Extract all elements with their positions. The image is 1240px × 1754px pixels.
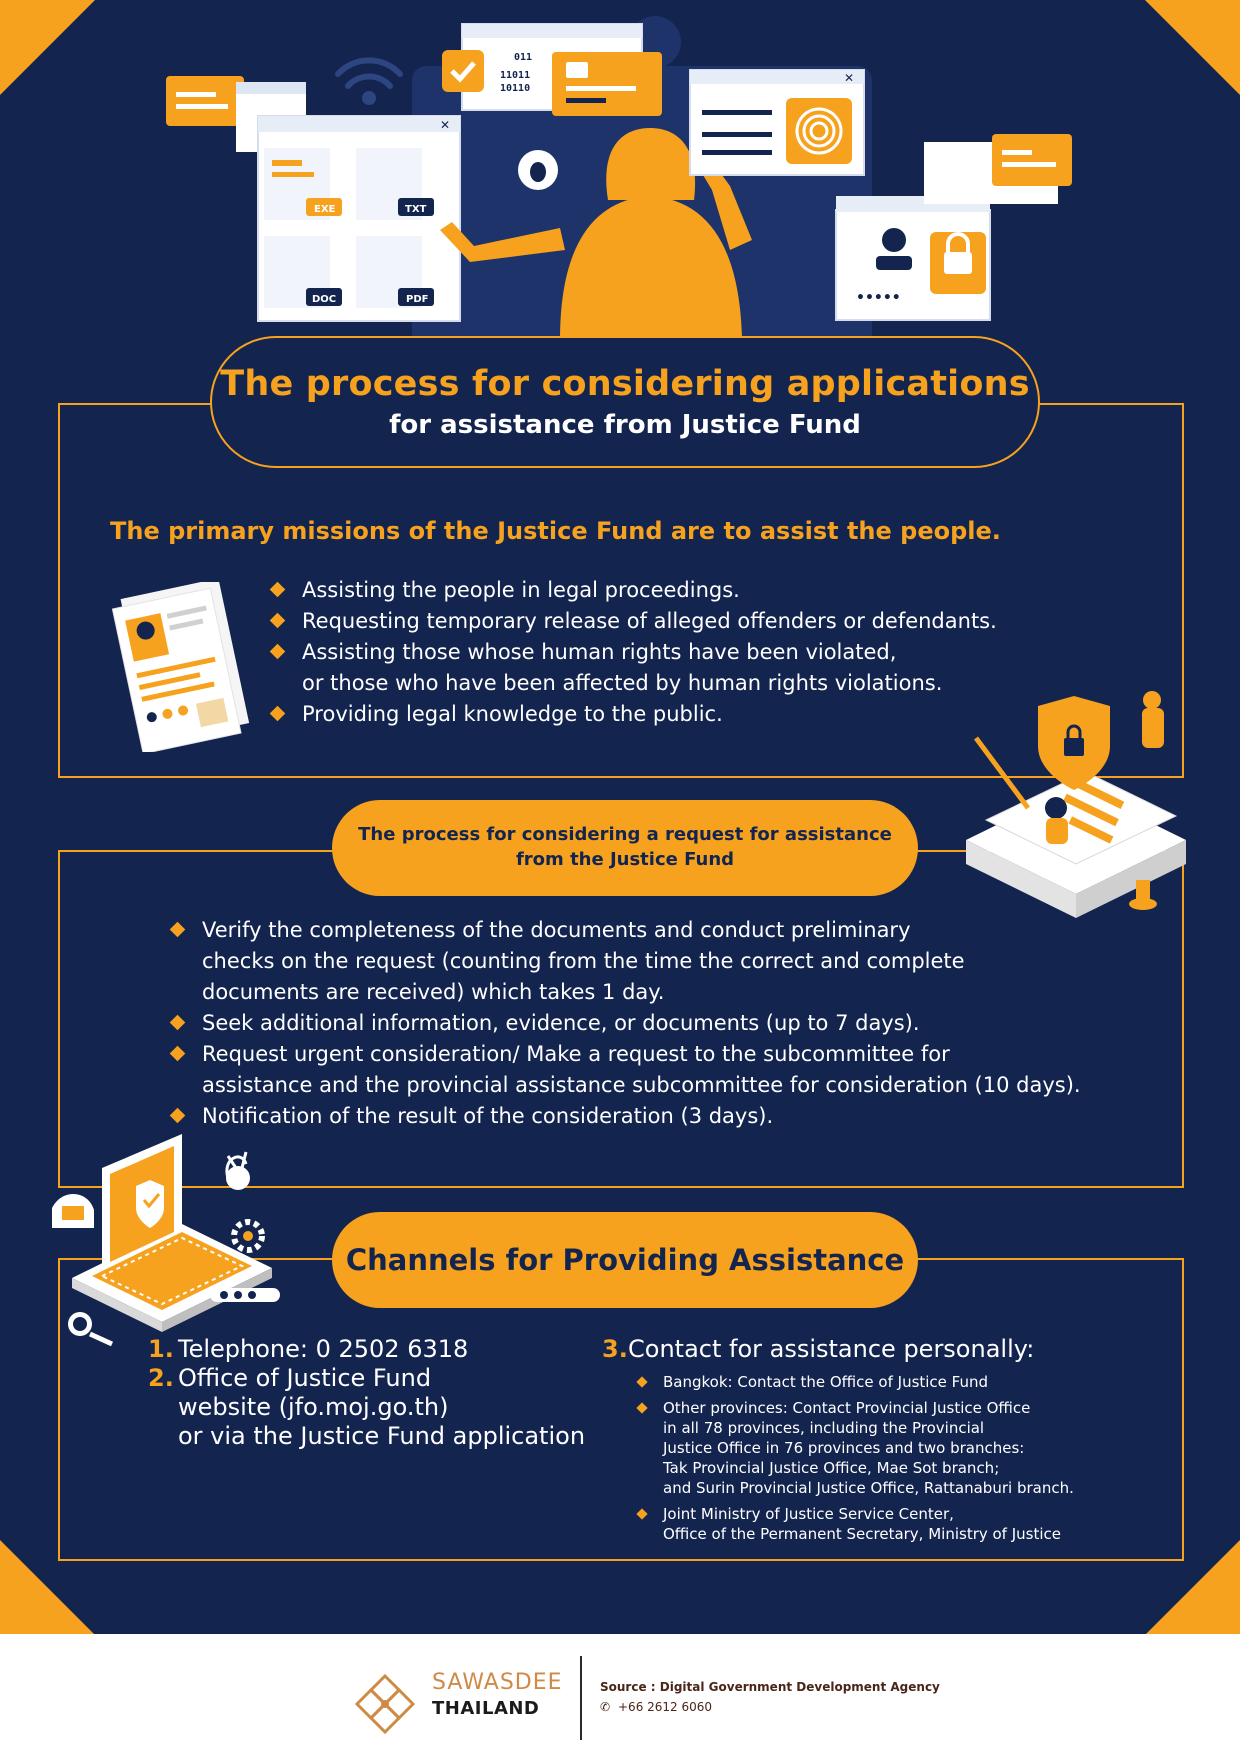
list-item: Verify the completeness of the documents… — [168, 915, 1128, 1008]
diamond-bullet-icon — [636, 1402, 648, 1414]
missions-heading: The primary missions of the Justice Fund… — [110, 517, 1001, 545]
diamond-bullet-icon — [169, 921, 186, 938]
footer: SAWASDEE THAILAND Source : Digital Gover… — [0, 1634, 1240, 1754]
corner-decoration — [0, 0, 95, 95]
svg-text:PDF: PDF — [406, 294, 428, 305]
hacker-illustration: ✕ EXE TXT DOC PDF 011 11011 10110 — [166, 16, 1072, 340]
list-item: Other provinces: Contact Provincial Just… — [602, 1398, 1162, 1498]
channel-personal: Contact for assistance personally: — [628, 1335, 1035, 1363]
svg-text:TXT: TXT — [405, 204, 427, 215]
brand-country: THAILAND — [432, 1698, 540, 1719]
diamond-bullet-icon — [169, 1107, 186, 1124]
list-item: Joint Ministry of Justice Service Center… — [602, 1504, 1162, 1544]
footer-divider — [580, 1656, 582, 1740]
svg-text:011: 011 — [514, 52, 532, 63]
process-list: Verify the completeness of the documents… — [168, 915, 1128, 1132]
source-credit: Source : Digital Government Development … — [600, 1680, 940, 1694]
list-item: Requesting temporary release of alleged … — [268, 606, 1088, 637]
channel-item: 2.Office of Justice Fund website (jfo.mo… — [148, 1364, 586, 1450]
list-item: Seek additional information, evidence, o… — [168, 1008, 1128, 1039]
channels-left-column: 1. Telephone: 0 2502 6318 2.Office of Ju… — [148, 1335, 585, 1451]
sawasdee-thailand-logo — [354, 1673, 416, 1735]
shield-documents-illustration — [966, 691, 1186, 918]
svg-text:✕: ✕ — [440, 118, 450, 132]
missions-list: Assisting the people in legal proceeding… — [268, 575, 1088, 730]
brand-name: SAWASDEE — [432, 1670, 563, 1695]
page-subtitle: for assistance from Justice Fund — [389, 410, 861, 440]
svg-text:11011: 11011 — [500, 70, 530, 81]
user-icon — [882, 228, 906, 252]
corner-decoration — [1145, 0, 1240, 95]
wifi-icon — [335, 57, 403, 105]
corner-decoration — [0, 1540, 95, 1635]
list-item: Request urgent consideration/ Make a req… — [168, 1039, 1128, 1101]
check-icon — [442, 50, 484, 92]
list-item: Bangkok: Contact the Office of Justice F… — [602, 1372, 1162, 1392]
diamond-bullet-icon — [169, 1014, 186, 1031]
svg-text:EXE: EXE — [314, 204, 336, 215]
svg-text:•••••: ••••• — [856, 290, 901, 306]
channel-telephone: Telephone: 0 2502 6318 — [178, 1335, 469, 1363]
document-illustration — [112, 582, 250, 752]
svg-text:DOC: DOC — [312, 294, 336, 305]
diamond-bullet-icon — [169, 1045, 186, 1062]
svg-text:10110: 10110 — [500, 83, 530, 94]
title-banner: The process for considering applications… — [210, 336, 1040, 468]
process-heading: The process for considering a request fo… — [332, 800, 918, 896]
list-item: Assisting those whose human rights have … — [268, 637, 1088, 699]
corner-decoration — [1145, 1540, 1240, 1635]
gear-icon — [231, 1219, 265, 1253]
svg-text:✕: ✕ — [844, 71, 854, 85]
channel-item: 1. Telephone: 0 2502 6318 — [148, 1335, 469, 1363]
list-item: Notification of the result of the consid… — [168, 1101, 1128, 1132]
page-title: The process for considering applications — [220, 364, 1030, 404]
list-item: Assisting the people in legal proceeding… — [268, 575, 1088, 606]
channel-website: Office of Justice Fund website (jfo.moj.… — [178, 1364, 586, 1450]
diamond-bullet-icon — [636, 1508, 648, 1520]
diamond-bullet-icon — [269, 612, 286, 629]
diamond-bullet-icon — [269, 581, 286, 598]
diamond-bullet-icon — [636, 1376, 648, 1388]
channels-right-column: 3. Contact for assistance personally: Ba… — [602, 1335, 1162, 1550]
diamond-bullet-icon — [269, 643, 286, 660]
channels-heading: Channels for Providing Assistance — [332, 1212, 918, 1308]
personal-contact-list: Bangkok: Contact the Office of Justice F… — [602, 1372, 1162, 1544]
channel-item: 3. Contact for assistance personally: — [602, 1335, 1035, 1363]
phone-icon: ✆ — [600, 1700, 611, 1714]
diamond-bullet-icon — [269, 705, 286, 722]
footer-phone: ✆+66 2612 6060 — [600, 1700, 713, 1714]
laptop-security-illustration — [52, 1134, 280, 1347]
list-item: Providing legal knowledge to the public. — [268, 699, 1088, 730]
